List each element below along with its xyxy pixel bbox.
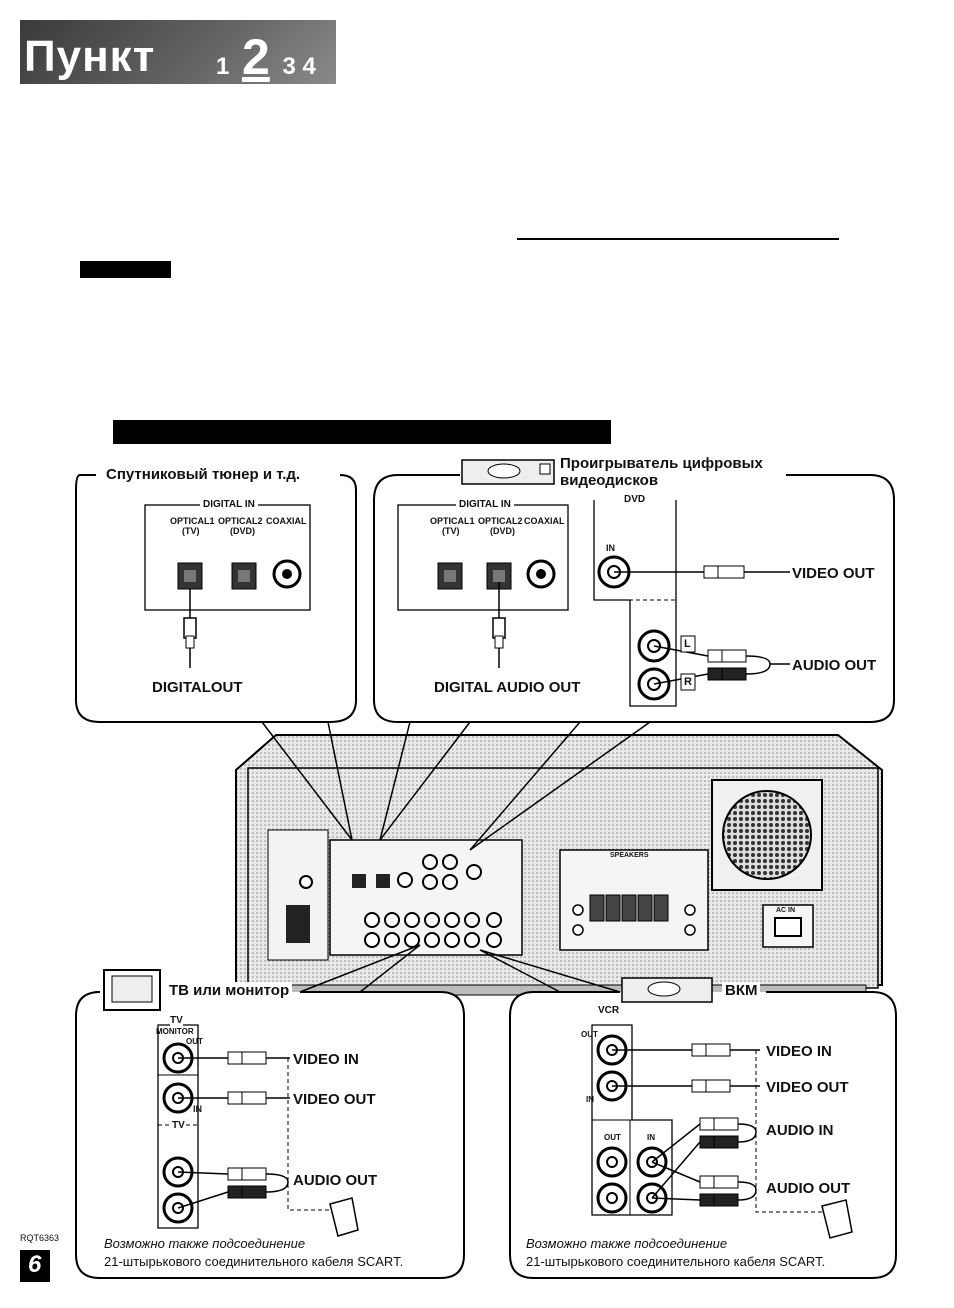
sat-optical1-label: OPTICAL1	[170, 516, 215, 526]
vcr-audio-in-label: AUDIO IN	[766, 1122, 834, 1139]
vcr-group-label: VCR	[598, 1005, 620, 1016]
section-heading-bar	[113, 420, 611, 444]
vcr-video-out-label: VIDEO OUT	[766, 1079, 849, 1096]
sat-optical1-sub: (TV)	[182, 526, 200, 536]
dvd-optical1-sub: (TV)	[442, 526, 460, 536]
tv-video-in-label: VIDEO IN	[293, 1051, 359, 1068]
tv-scart-note-line1: Возможно также подсоединение	[104, 1236, 306, 1251]
tv-tv-label: TV	[172, 1120, 185, 1131]
dvd-optical2-sub: (DVD)	[490, 526, 515, 536]
tv-group-label: TV	[170, 1015, 183, 1026]
dvd-video-out-label: VIDEO OUT	[792, 565, 875, 582]
tv-in-label: IN	[193, 1104, 202, 1114]
tv-monitor-label: MONITOR	[156, 1027, 194, 1036]
step-header-badge: Пункт 1 2 3 4	[20, 20, 336, 86]
step-1: 1	[216, 53, 230, 80]
dvd-digital-in-label: DIGITAL IN	[456, 499, 514, 510]
sat-tuner-title: Спутниковый тюнер и т.д.	[103, 466, 304, 483]
sat-optical2-sub: (DVD)	[230, 526, 255, 536]
sat-digital-out-label: DIGITALOUT	[152, 679, 243, 696]
vcr-scart-note-line2: 21-штырькового соединительного кабеля SC…	[526, 1254, 826, 1269]
dvd-audio-out-label: AUDIO OUT	[792, 657, 877, 674]
tv-monitor-title: ТВ или монитор	[166, 982, 293, 999]
dvd-coaxial-label: COAXIAL	[524, 516, 565, 526]
dvd-group-label: DVD	[622, 494, 648, 505]
dvd-optical1-label: OPTICAL1	[430, 516, 475, 526]
vcr-title: ВКМ	[722, 982, 761, 999]
dvd-digital-audio-out-label: DIGITAL AUDIO OUT	[434, 679, 581, 696]
tv-scart-note-line2: 21-штырькового соединительного кабеля SC…	[104, 1254, 404, 1269]
vcr-audio-out-label: AUDIO OUT	[766, 1180, 851, 1197]
dvd-in-label: IN	[606, 543, 615, 553]
tv-video-out-label: VIDEO OUT	[293, 1091, 376, 1108]
dvd-optical2-label: OPTICAL2	[478, 516, 523, 526]
page-number: 6	[28, 1251, 42, 1278]
vcr-video-in-label: VIDEO IN	[766, 1043, 832, 1060]
dvd-player-title-line1: Проигрыватель цифровых	[560, 455, 763, 472]
receiver-rear-panel	[235, 734, 883, 996]
step-current: 2	[242, 29, 270, 85]
sat-optical2-label: OPTICAL2	[218, 516, 263, 526]
receiver-speakers-label: SPEAKERS	[610, 852, 649, 859]
tv-audio-out-label: AUDIO OUT	[293, 1172, 378, 1189]
dvd-player-title-line2: видеодисков	[560, 472, 659, 489]
vcr-audio-in-jack-label: IN	[647, 1133, 655, 1142]
step-title: Пункт	[24, 32, 156, 81]
dvd-left-channel-label: L	[684, 638, 691, 650]
vcr-scart-note-line1: Возможно также подсоединение	[526, 1236, 728, 1251]
step-4: 4	[302, 53, 316, 80]
receiver-ac-in-label: AC IN	[776, 907, 796, 914]
sat-digital-in-label: DIGITAL IN	[200, 499, 258, 510]
document-code: RQT6363	[20, 1233, 60, 1243]
sat-coaxial-label: COAXIAL	[266, 516, 307, 526]
text-underline-rule	[517, 238, 839, 240]
vcr-in-label: IN	[586, 1095, 594, 1104]
redacted-label-bar	[80, 261, 171, 278]
step-3: 3	[282, 53, 296, 80]
vcr-audio-out-jack-label: OUT	[604, 1133, 621, 1142]
vcr-out-label: OUT	[581, 1030, 598, 1039]
dvd-right-channel-label: R	[684, 676, 692, 688]
step-indicator: 1 2 3 4	[216, 28, 316, 86]
tv-out-label: OUT	[186, 1037, 203, 1046]
